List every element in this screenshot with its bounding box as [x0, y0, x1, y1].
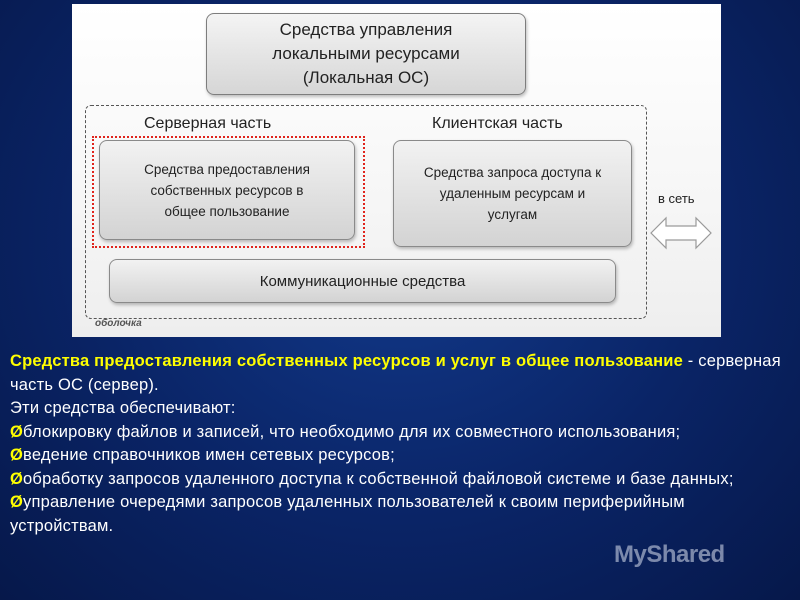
- bullet-text: блокировку файлов и записей, что необход…: [23, 422, 681, 441]
- bullet-item: Øведение справочников имен сетевых ресур…: [10, 444, 785, 468]
- heading-highlight: Средства предоставления собственных ресу…: [10, 352, 683, 370]
- diagram-panel: Средства управления локальными ресурсами…: [72, 4, 721, 337]
- client-part-label: Клиентская часть: [432, 115, 563, 132]
- bullet-text: обработку запросов удаленного доступа к …: [23, 469, 734, 488]
- shell-label: оболочка: [95, 318, 142, 329]
- arrow-bullet-icon: Ø: [10, 493, 24, 511]
- watermark-logo: MyShared: [614, 541, 725, 568]
- arrow-bullet-icon: Ø: [10, 446, 24, 464]
- arrow-bullet-icon: Ø: [10, 422, 24, 441]
- arrow-bullet-icon: Ø: [10, 469, 24, 488]
- server-box: Средства предоставления собственных ресу…: [99, 140, 355, 240]
- client-box: Средства запроса доступа к удаленным рес…: [393, 140, 632, 247]
- server-part-label: Серверная часть: [144, 115, 272, 132]
- bullet-text: ведение справочников имен сетевых ресурс…: [23, 446, 395, 464]
- description-text: Средства предоставления собственных ресу…: [10, 350, 785, 538]
- communication-box: Коммуникационные средства: [109, 259, 616, 303]
- network-label: в сеть: [658, 191, 695, 206]
- bullet-text: управление очередями запросов удаленных …: [10, 493, 685, 535]
- bullet-item: Øблокировку файлов и записей, что необхо…: [10, 421, 785, 445]
- double-arrow-icon: [650, 216, 712, 250]
- heading-tail: - серверная часть ОС (сервер).: [10, 352, 781, 394]
- heading-paragraph: Средства предоставления собственных ресу…: [10, 350, 785, 397]
- intro-line: Эти средства обеспечивают:: [10, 399, 236, 417]
- bullet-item: Øуправление очередями запросов удаленных…: [10, 491, 785, 538]
- local-resources-box: Средства управления локальными ресурсами…: [206, 13, 526, 95]
- server-highlight-outline: [92, 136, 365, 248]
- shell-boundary: [85, 105, 647, 319]
- bullet-item: Øобработку запросов удаленного доступа к…: [10, 468, 785, 492]
